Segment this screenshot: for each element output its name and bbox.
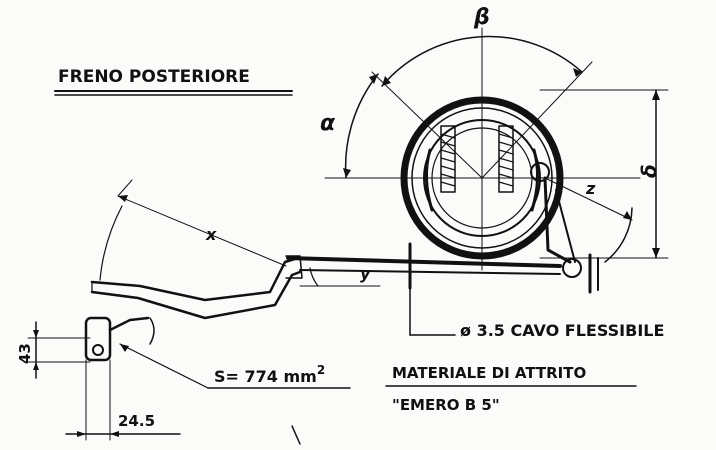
dim-43 [27, 321, 91, 379]
dim-43-label: 43 [16, 343, 34, 364]
brake-pedal-lever [90, 255, 303, 320]
z-dimension [544, 177, 633, 263]
beta-angle-dim [371, 35, 593, 179]
material-label: MATERIALE DI ATTRITO [392, 364, 586, 382]
spring-left [440, 125, 456, 193]
pedal-detail [84, 316, 155, 362]
beta-label: β [473, 5, 490, 30]
brake-arm [543, 176, 599, 294]
x-label: x [205, 225, 217, 244]
area-leader [119, 343, 209, 389]
stray-mark [291, 425, 301, 445]
area-label: S= 774 mm2 [214, 363, 325, 386]
alpha-label: α [320, 111, 336, 136]
dim-24-5 [65, 359, 181, 441]
delta-label: δ [637, 164, 661, 178]
y-angle [299, 267, 381, 287]
cable-label: ø 3.5 CAVO FLESSIBILE [460, 321, 664, 340]
alpha-angle-dim [343, 73, 379, 179]
drawing-title: FRENO POSTERIORE [58, 67, 250, 87]
cable-rod [286, 242, 562, 336]
material-spec: "EMERO B 5" [392, 396, 500, 414]
dim-24-5-label: 24.5 [118, 412, 155, 430]
x-dimension [99, 179, 287, 281]
y-label: y [360, 264, 371, 283]
area-leader-arrow [120, 344, 129, 352]
spring-right [498, 125, 514, 193]
z-label: z [585, 179, 596, 198]
